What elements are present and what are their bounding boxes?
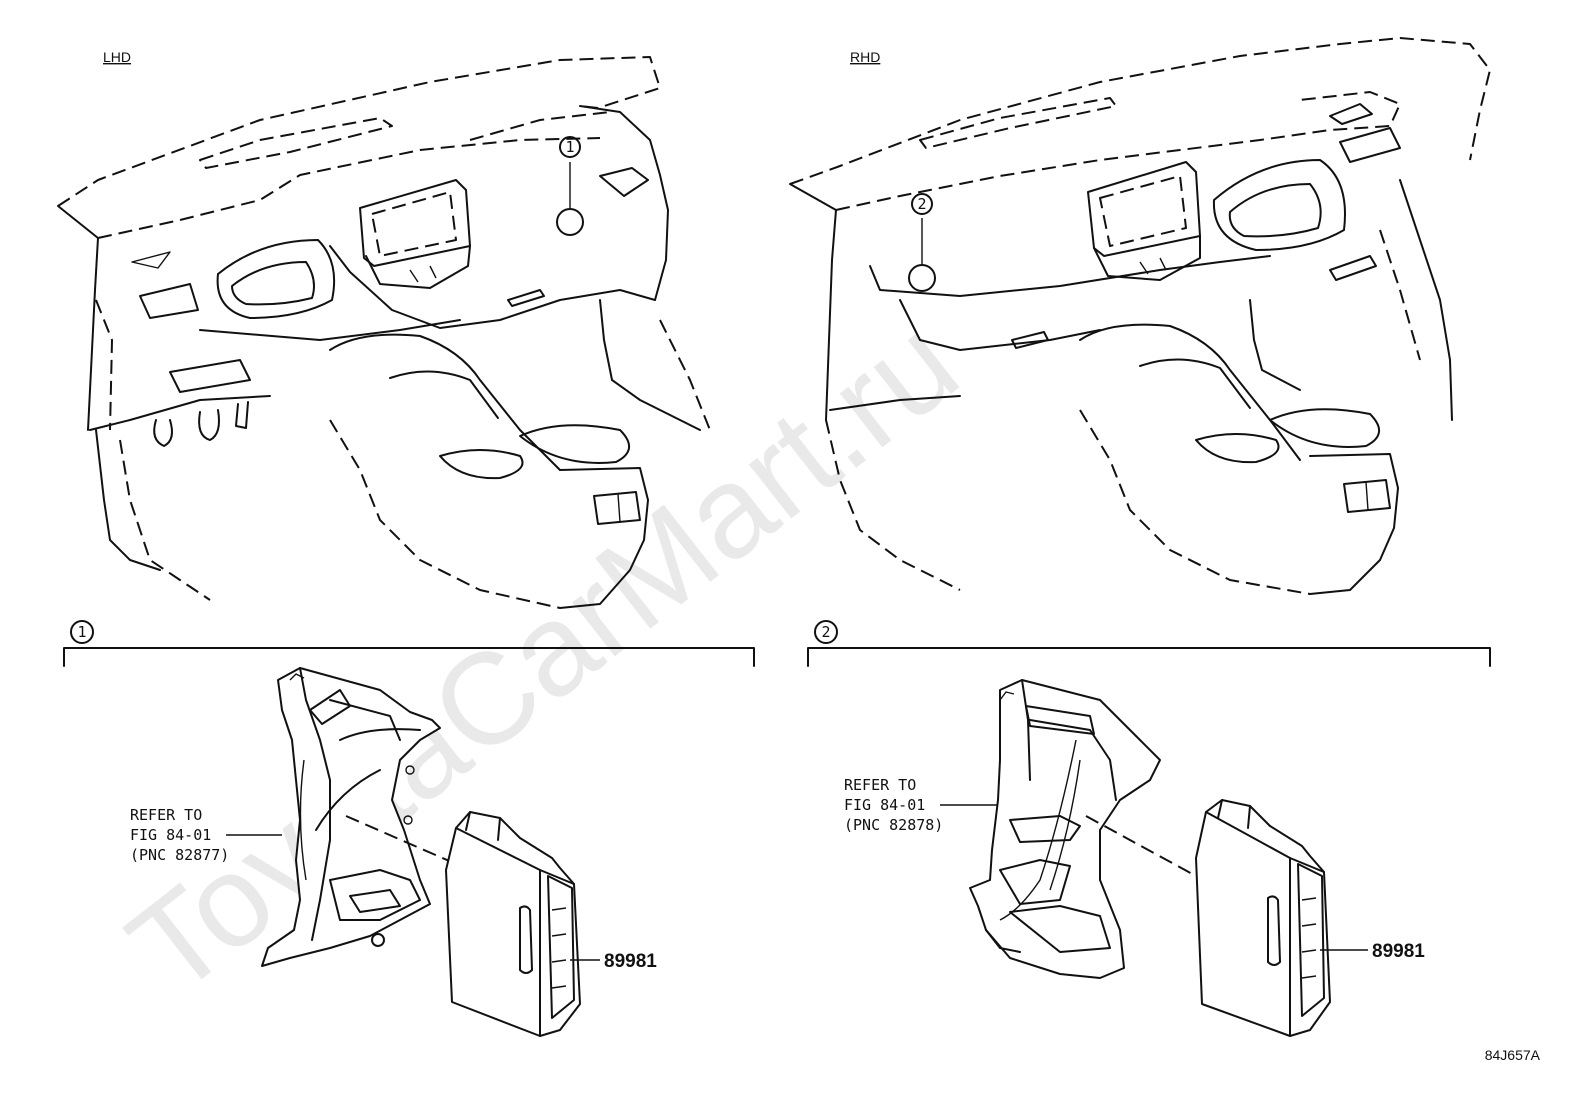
detail-2-refer-line3: (PNC 82878) [844,816,943,834]
lhd-callout-number: 1 [565,138,574,156]
detail-2-refer-line1: REFER TO [844,776,916,794]
detail-1-group: 1 REF [63,620,755,1037]
detail-2-callout-number: 2 [821,623,830,641]
detail-2-bracket [807,647,1491,667]
detail-2-ecu-module [1195,799,1331,1037]
lhd-dashboard-illustration: LHD 1 [57,49,711,609]
detail-1-refer-line1: REFER TO [130,806,202,824]
lhd-callout-marker [559,136,581,158]
detail-1-callout-number: 1 [77,623,86,641]
detail-2-group: 2 REFER TO FIG 84-01 (PNC 82878 [807,620,1491,1037]
detail-2-bracket-part [969,679,1161,979]
detail-1-refer-line3: (PNC 82877) [130,846,229,864]
lhd-title: LHD [103,49,131,65]
detail-1-part-number: 89981 [604,951,657,972]
detail-2-callout-marker [814,620,838,644]
detail-2-refer-line2: FIG 84-01 [844,796,925,814]
detail-1-ecu-module [445,811,581,1037]
detail-1-bracket-part [261,667,441,967]
detail-1-refer-line2: FIG 84-01 [130,826,211,844]
detail-2-part-number: 89981 [1372,941,1425,962]
diagram-code: 84J657A [1485,1047,1541,1063]
rhd-dashboard-illustration: RHD 2 [789,37,1491,595]
detail-1-bracket [63,647,755,667]
rhd-title: RHD [850,49,880,65]
rhd-callout-number: 2 [917,195,926,213]
detail-1-callout-marker [70,620,94,644]
rhd-callout-marker [911,193,933,215]
